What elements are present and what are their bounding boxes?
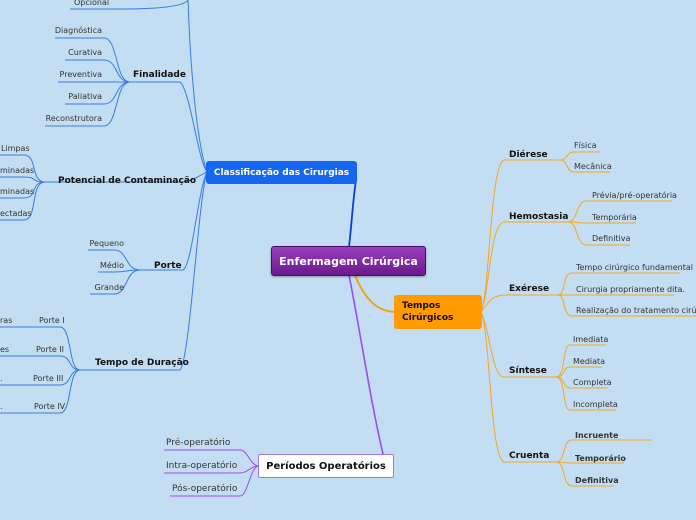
leaf-definitiva-cruenta[interactable]: Definitiva	[575, 476, 619, 485]
leaf-contaminadas-2[interactable]: minadas	[0, 187, 35, 196]
leaf-intra-operatorio[interactable]: Intra-operatório	[166, 461, 238, 471]
leaf-porte-iv-detail[interactable]: .	[0, 402, 3, 411]
subtopic-porte[interactable]: Porte	[154, 261, 182, 271]
leaf-diagnostica[interactable]: Diagnóstica	[54, 26, 102, 35]
leaf-temporaria[interactable]: Temporária	[592, 213, 637, 222]
subtopic-finalidade[interactable]: Finalidade	[133, 70, 186, 80]
leaf-limpas[interactable]: Limpas	[1, 144, 30, 153]
subtopic-exerese[interactable]: Exérese	[509, 284, 550, 294]
leaf-definitiva[interactable]: Definitiva	[592, 234, 631, 243]
leaf-curativa[interactable]: Curativa	[68, 48, 102, 57]
leaf-previa[interactable]: Prévia/pré-operatória	[592, 191, 677, 200]
leaf-pre-operatorio[interactable]: Pré-operatório	[166, 438, 231, 448]
leaf-porte-i-detail[interactable]: ras	[0, 316, 13, 325]
subtopic-dierese[interactable]: Diérese	[509, 150, 548, 160]
leaf-pos-operatorio[interactable]: Pós-operatório	[172, 484, 238, 494]
leaf-porte-iii-detail[interactable]: .	[0, 374, 3, 383]
leaf-pequeno[interactable]: Pequeno	[89, 239, 125, 248]
subtopic-hemostasia[interactable]: Hemostasia	[509, 212, 569, 222]
leaf-porte-i[interactable]: Porte I	[39, 316, 65, 325]
central-topic[interactable]: Enfermagem Cirúrgica	[271, 246, 426, 276]
leaf-completa[interactable]: Completa	[573, 378, 612, 387]
leaf-mediata[interactable]: Mediata	[573, 357, 606, 366]
branch-tempos-cirurgicos[interactable]: Tempos Cirúrgicos	[394, 295, 482, 329]
leaf-incompleta[interactable]: Incompleta	[573, 400, 618, 409]
leaf-grande[interactable]: Grande	[94, 283, 124, 292]
leaf-temporario[interactable]: Temporário	[575, 454, 626, 463]
branch-periodos-operatorios[interactable]: Períodos Operatórios	[258, 454, 394, 478]
leaf-porte-ii[interactable]: Porte II	[36, 345, 65, 354]
subtopic-sintese[interactable]: Síntese	[509, 366, 547, 376]
leaf-contaminadas-1[interactable]: minadas	[0, 166, 35, 175]
leaf-incruente[interactable]: Incruente	[575, 431, 619, 440]
leaf-porte-ii-detail[interactable]: es	[0, 345, 10, 354]
leaf-tratamento-cirurgico[interactable]: Realização do tratamento cirúrgico	[576, 306, 696, 315]
leaf-paliativa[interactable]: Paliativa	[68, 92, 102, 101]
leaf-porte-iii[interactable]: Porte III	[33, 374, 64, 383]
leaf-infectadas[interactable]: ectadas	[0, 209, 32, 218]
leaf-tempo-fundamental[interactable]: Tempo cirúrgico fundamental	[576, 263, 694, 272]
subtopic-potencial-contaminacao[interactable]: Potencial de Contaminação	[58, 176, 197, 186]
leaf-mecanica[interactable]: Mecânica	[574, 162, 612, 171]
leaf-imediata[interactable]: Imediata	[573, 335, 609, 344]
leaf-reconstrutora[interactable]: Reconstrutora	[45, 114, 102, 123]
branch-classificacao-cirurgias[interactable]: Classificação das Cirurgias	[206, 161, 357, 184]
leaf-porte-iv[interactable]: Porte IV	[34, 402, 66, 411]
leaf-fisica[interactable]: Física	[574, 141, 597, 150]
subtopic-tempo-duracao[interactable]: Tempo de Duração	[95, 358, 189, 368]
leaf-preventiva[interactable]: Preventiva	[59, 70, 102, 79]
leaf-medio[interactable]: Médio	[99, 261, 124, 270]
leaf-cirurgia-propriamente[interactable]: Cirurgia propriamente dita.	[576, 285, 685, 294]
leaf-opcional[interactable]: Opcional	[74, 0, 110, 7]
subtopic-cruenta[interactable]: Cruenta	[509, 451, 550, 461]
